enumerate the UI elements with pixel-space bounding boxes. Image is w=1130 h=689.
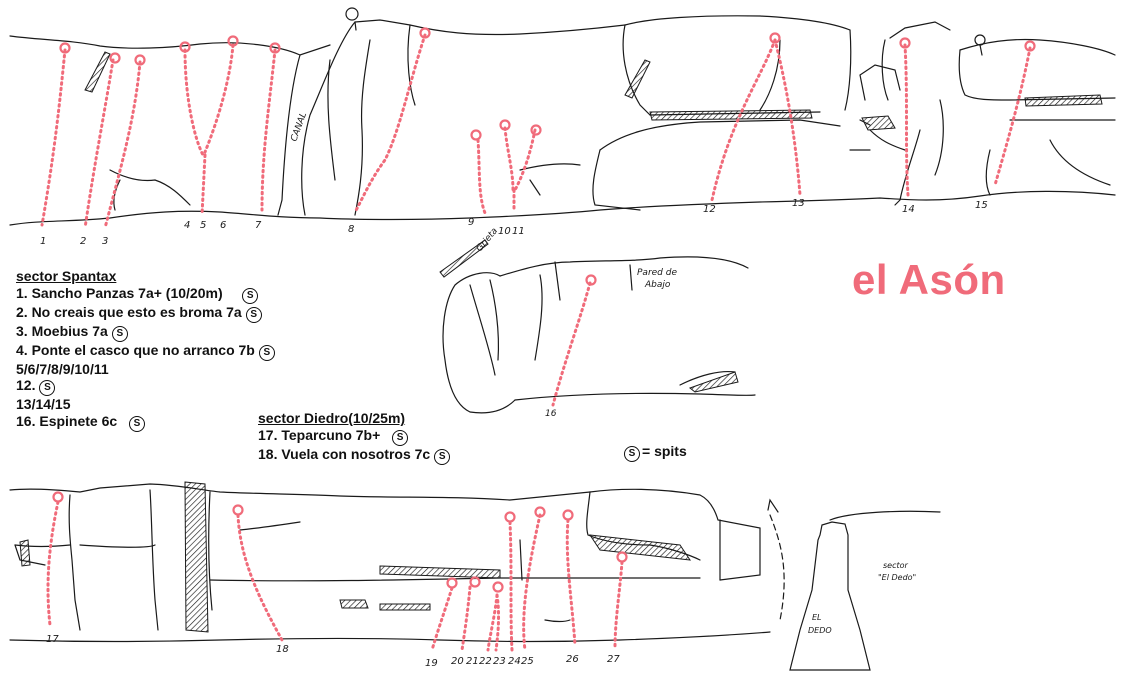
svg-text:6: 6 (220, 220, 226, 231)
spit-icon: S (242, 288, 258, 304)
mid-wall-sketch (443, 257, 755, 413)
svg-text:DEDO: DEDO (808, 626, 832, 635)
mid-wall-hatching (440, 240, 738, 392)
spit-icon: S (39, 380, 55, 396)
svg-text:EL: EL (812, 613, 822, 622)
canal-label: CANAL (289, 111, 309, 143)
route-entry: 5/6/7/8/9/10/11 (16, 361, 275, 378)
spit-icon: S (129, 416, 145, 432)
mid-routes (553, 283, 590, 405)
spit-icon: S (112, 326, 128, 342)
svg-text:"El Dedo": "El Dedo" (878, 573, 916, 582)
svg-text:Pared de: Pared de (637, 268, 677, 278)
svg-text:21: 21 (466, 656, 479, 667)
spit-icon: S (259, 345, 275, 361)
sector-heading: sector Spantax (16, 268, 275, 285)
spit-key: S= spits (624, 443, 687, 462)
svg-text:12: 12 (703, 204, 716, 215)
svg-text:Grieta: Grieta (475, 226, 501, 254)
svg-text:23: 23 (493, 656, 506, 667)
top-wall-hatching (85, 52, 1102, 130)
svg-text:Abajo: Abajo (644, 280, 671, 290)
svg-text:2: 2 (80, 236, 86, 247)
svg-text:13: 13 (792, 198, 805, 209)
bottom-routes (48, 502, 622, 650)
svg-text:25: 25 (521, 656, 534, 667)
route-entry: 13/14/15 (16, 396, 275, 413)
legend-diedro: sector Diedro(10/25m) 17. Teparcuno 7b+ … (258, 410, 450, 465)
svg-text:19: 19 (425, 658, 438, 669)
svg-text:3: 3 (102, 236, 108, 247)
svg-text:18: 18 (276, 644, 289, 655)
svg-text:11: 11 (512, 226, 525, 237)
svg-text:26: 26 (566, 654, 579, 665)
svg-text:15: 15 (975, 200, 988, 211)
svg-text:CANAL: CANAL (289, 111, 309, 143)
bottom-wall-hatching (20, 482, 690, 632)
sector-heading: sector Diedro(10/25m) (258, 410, 450, 427)
svg-text:14: 14 (902, 204, 915, 215)
svg-text:8: 8 (348, 224, 354, 235)
svg-text:22: 22 (479, 656, 492, 667)
svg-text:5: 5 (200, 220, 206, 231)
svg-text:9: 9 (468, 217, 474, 228)
svg-text:7: 7 (255, 220, 262, 231)
spit-icon: S (246, 307, 262, 323)
route-entry: 1. Sancho Panzas 7a+ (10/20m) S (16, 285, 275, 304)
route-entry: 17. Teparcuno 7b+ S (258, 427, 450, 446)
legend-spantax: sector Spantax 1. Sancho Panzas 7a+ (10/… (16, 268, 275, 432)
page-title: el Asón (852, 256, 1006, 304)
svg-text:4: 4 (184, 220, 190, 231)
route-entry: 12.S (16, 377, 275, 396)
bottom-route-bolts (54, 493, 627, 592)
spit-icon: S (624, 446, 640, 462)
dedo-labels: EL DEDO sector "El Dedo" (808, 561, 916, 635)
spit-icon: S (434, 449, 450, 465)
svg-text:10: 10 (498, 226, 511, 237)
mid-sketch-labels: Grieta Pared de Abajo 16 (475, 226, 678, 419)
route-entry: 16. Espinete 6c S (16, 413, 275, 432)
svg-text:17: 17 (46, 634, 59, 645)
svg-text:20: 20 (451, 656, 464, 667)
svg-text:16: 16 (545, 409, 557, 419)
bottom-route-numbers: 17 18 19 20 21 22 23 24 25 26 27 (46, 634, 620, 669)
spit-icon: S (392, 430, 408, 446)
svg-text:24: 24 (508, 656, 521, 667)
top-wall-sketch (10, 8, 1115, 225)
svg-text:1: 1 (40, 236, 46, 247)
svg-text:sector: sector (883, 561, 909, 570)
svg-text:27: 27 (607, 654, 620, 665)
